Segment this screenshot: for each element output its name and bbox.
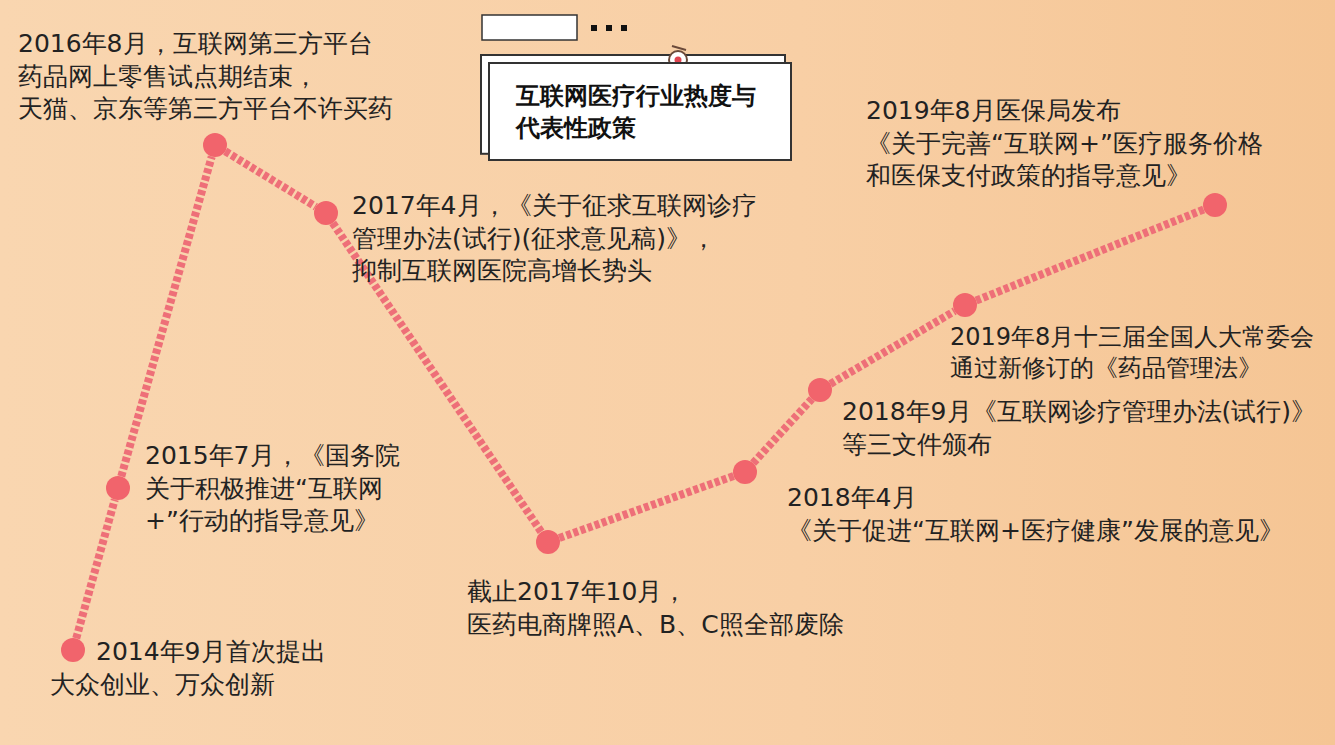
- dot-square: [606, 25, 612, 31]
- trend-line: [559, 476, 733, 538]
- dot-square: [591, 25, 597, 31]
- event-text: 2016年8月，互联网第三方平台 药品网上零售试点期结束， 天猫、京东等第三方平…: [18, 28, 393, 126]
- trend-line: [121, 157, 211, 477]
- trend-line: [76, 500, 115, 639]
- event-text: 2017年4月，《关于征求互联网诊疗 管理办法(试行)(征求意见稿)》， 抑制互…: [352, 190, 757, 288]
- event-text: 截止2017年10月， 医药电商牌照A、B、C照全部废除: [467, 576, 844, 641]
- icon-line: [672, 46, 686, 50]
- title-box: 互联网医疗行业热度与 代表性政策: [488, 62, 792, 161]
- event-text: 2019年8月医保局发布 《关于完善“互联网+”医疗服务价格 和医保支付政策的指…: [866, 95, 1263, 193]
- timeline-dot: 2018年9月《互联网诊疗管理办法(试行)》 等三文件颁布: [808, 378, 832, 402]
- timeline-dot: 2018年4月 《关于促进“互联网+医疗健康”发展的意见》: [733, 460, 757, 484]
- tab-box: [482, 15, 577, 40]
- timeline-dot: 2019年8月十三届全国人大常委会 通过新修订的《药品管理法》: [953, 293, 977, 317]
- trend-line: [830, 311, 954, 384]
- event-text: 2014年9月首次提出 大众创业、万众创新: [50, 636, 326, 701]
- timeline-dot: 2017年4月，《关于征求互联网诊疗 管理办法(试行)(征求意见稿)》， 抑制互…: [314, 201, 338, 225]
- timeline-dot: 2014年9月首次提出 大众创业、万众创新: [61, 638, 85, 662]
- trend-line: [225, 151, 316, 206]
- timeline-dot: 2015年7月，《国务院 关于积极推进“互联网 +”行动的指导意见》: [106, 476, 130, 500]
- timeline-dot: 2019年8月医保局发布 《关于完善“互联网+”医疗服务价格 和医保支付政策的指…: [1203, 193, 1227, 217]
- event-text: 2015年7月，《国务院 关于积极推进“互联网 +”行动的指导意见》: [145, 440, 400, 538]
- event-text: 2018年4月 《关于促进“互联网+医疗健康”发展的意见》: [787, 482, 1284, 547]
- timeline-dot: 截止2017年10月， 医药电商牌照A、B、C照全部废除: [536, 530, 560, 554]
- title-text: 互联网医疗行业热度与 代表性政策: [516, 80, 756, 145]
- trend-line: [753, 399, 812, 463]
- trend-line: [976, 209, 1204, 300]
- event-text: 2018年9月《互联网诊疗管理办法(试行)》 等三文件颁布: [842, 396, 1316, 461]
- event-text: 2019年8月十三届全国人大常委会 通过新修订的《药品管理法》: [950, 322, 1314, 384]
- dot-square: [621, 25, 627, 31]
- timeline-dot: 2016年8月，互联网第三方平台 药品网上零售试点期结束， 天猫、京东等第三方平…: [203, 133, 227, 157]
